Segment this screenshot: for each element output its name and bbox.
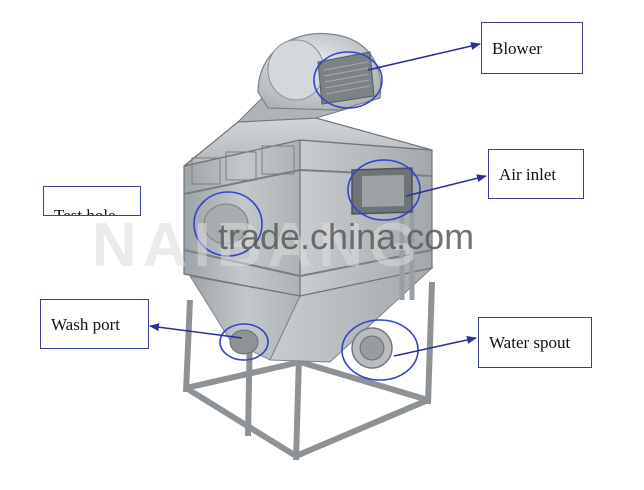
hopper	[188, 267, 434, 363]
blower-label: Blower	[492, 38, 543, 58]
air-inlet-opening	[351, 167, 413, 215]
air-inlet-highlight-ring	[347, 159, 421, 221]
air-inlet-label: Air inlet	[499, 164, 557, 184]
water-spout-callout: Water spout	[478, 317, 592, 368]
water-spout-arrow	[393, 336, 477, 357]
wash-port-callout: Wash port	[40, 299, 149, 349]
air-inlet-callout: Air inlet	[488, 149, 584, 199]
wash-port-highlight-ring	[219, 323, 269, 361]
test-hole-highlight-ring	[193, 191, 263, 257]
water-spout-flange	[351, 327, 393, 369]
blower-assembly	[236, 32, 382, 123]
water-spout-label: Water spout	[489, 333, 571, 352]
blower-highlight-ring	[313, 51, 383, 109]
test-hole-opening	[203, 203, 249, 245]
wash-port-opening	[229, 329, 259, 355]
callout-arrows	[149, 42, 487, 357]
blower-callout: Blower	[481, 22, 583, 74]
air-inlet-arrow	[405, 174, 487, 197]
wash-port-arrow	[149, 323, 243, 339]
blower-arrow	[367, 42, 481, 71]
test-hole-callout: Test hole	[43, 186, 141, 216]
test-hole-label: Test hole	[54, 206, 116, 216]
wash-port-label: Wash port	[51, 314, 120, 334]
